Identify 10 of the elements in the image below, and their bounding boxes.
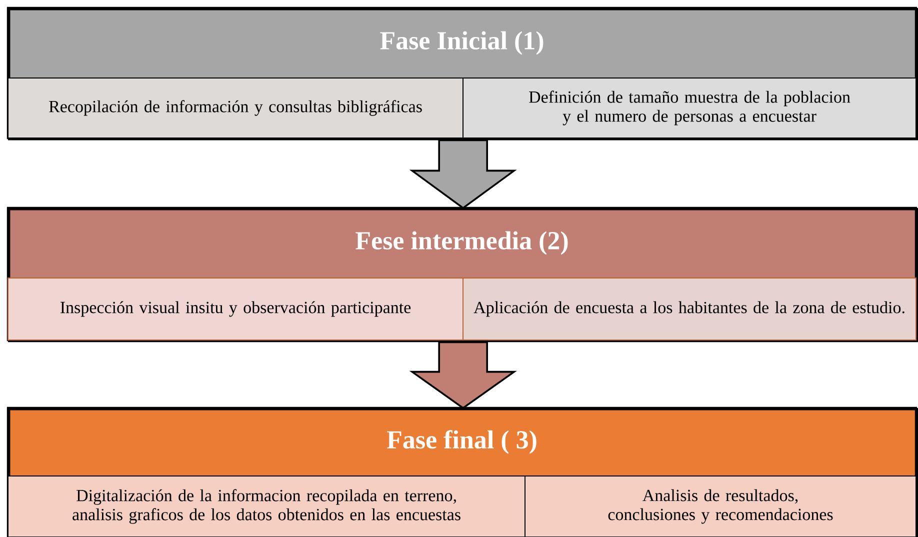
block-arrow: [409, 341, 517, 410]
text-cell: Analisis de resultados, conclusiones y recomendaciones: [524, 476, 916, 537]
text-cell: Definición de tamaño muestra de la poblacion y el numero de personas a encuestar: [462, 78, 916, 138]
text-cell: Digitalización de la informacion recopilada en terreno, analisis graficos de los datos obtenidos en las encuestas: [8, 476, 526, 537]
text-cell: Recopilación de información y consultas bibligráficas: [8, 78, 464, 138]
node-label: Analisis de resultados, conclusiones y recomendaciones: [608, 489, 833, 524]
block-arrow: [409, 139, 517, 210]
text-cell: Aplicación de encuesta a los habitantes de la zona de estudio.: [462, 278, 916, 340]
node-label: Digitalización de la informacion recopilada en terreno, analisis graficos de los datos obtenidos en las encuestas: [72, 489, 460, 524]
text-cell: Inspección visual insitu y observación participante: [8, 278, 464, 340]
